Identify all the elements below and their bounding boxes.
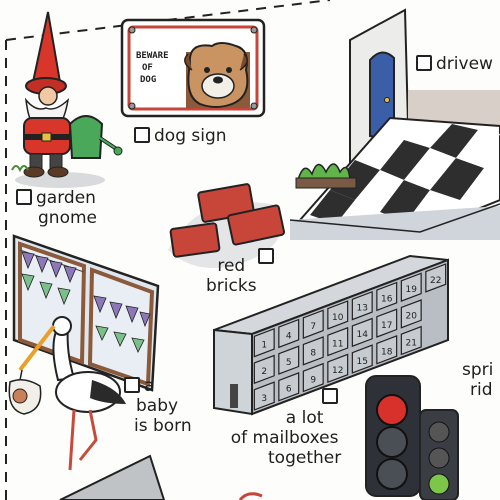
caption-garden-gnome: garden gnome bbox=[16, 188, 97, 228]
mailbox-number: 22 bbox=[430, 276, 441, 286]
mailbox-door bbox=[253, 354, 275, 385]
dog-sign-illustration: BEWARE OF DOG bbox=[120, 18, 266, 118]
garden-gnome-illustration bbox=[11, 11, 123, 188]
caption-red-bricks: red bricks bbox=[206, 256, 257, 296]
mailbox-door bbox=[351, 344, 373, 374]
sign-text-beware: BEWARE bbox=[136, 51, 169, 61]
caption-text: is born bbox=[134, 416, 192, 436]
mailbox-number: 14 bbox=[357, 330, 369, 340]
red-bricks-illustration bbox=[168, 183, 285, 268]
checkbox-icon[interactable] bbox=[416, 55, 432, 71]
mailbox-door bbox=[376, 335, 398, 365]
checkbox-icon[interactable] bbox=[16, 189, 32, 205]
mailbox-door bbox=[327, 300, 349, 330]
mailbox-door bbox=[351, 317, 373, 348]
mailbox-number: 18 bbox=[381, 348, 393, 358]
caption-text: of mailboxes bbox=[230, 428, 339, 448]
mailbox-number: 11 bbox=[332, 339, 343, 349]
mailbox-door bbox=[253, 381, 275, 411]
stork-baby-illustration bbox=[8, 316, 126, 471]
mailbox-door bbox=[376, 308, 398, 338]
checkbox-icon[interactable] bbox=[134, 127, 150, 143]
driveway-illustration bbox=[289, 8, 500, 240]
caption-spring-ride: spri rid bbox=[462, 360, 493, 400]
mailbox-number: 20 bbox=[406, 312, 418, 322]
mailbox-door bbox=[400, 325, 422, 356]
mailbox-number: 9 bbox=[310, 375, 316, 385]
mailbox-door bbox=[327, 353, 349, 384]
mailbox-number: 3 bbox=[261, 394, 267, 404]
mailbox-door bbox=[425, 263, 447, 293]
mailbox-number: 21 bbox=[406, 338, 417, 348]
sign-text-of: OF bbox=[142, 63, 153, 73]
mailbox-door bbox=[253, 327, 275, 358]
window-bunting-illustration bbox=[12, 234, 160, 392]
mailbox-number: 1 bbox=[261, 341, 267, 351]
caption-text: rid bbox=[470, 380, 493, 400]
mailbox-number: 16 bbox=[381, 294, 393, 304]
mailbox-door bbox=[302, 309, 324, 339]
caption-baby-born: a baby is born bbox=[124, 376, 192, 436]
caption-text: a bbox=[144, 376, 155, 396]
mailbox-door bbox=[278, 372, 300, 402]
caption-driveway: drivew bbox=[416, 54, 493, 74]
mailbox-door bbox=[351, 290, 373, 321]
mailbox-number: 7 bbox=[310, 322, 316, 332]
mailbox-door bbox=[302, 362, 324, 393]
traffic-light-illustration bbox=[365, 375, 459, 500]
mailbox-number: 6 bbox=[286, 385, 292, 395]
mailbox-number: 8 bbox=[310, 349, 316, 359]
mailbox-number: 2 bbox=[261, 367, 267, 377]
caption-text: baby bbox=[136, 396, 179, 416]
house-roof-illustration bbox=[59, 454, 263, 500]
sign-text-dog: DOG bbox=[140, 75, 156, 85]
mailbox-door bbox=[278, 318, 300, 349]
caption-text: bricks bbox=[206, 276, 257, 296]
mailbox-door bbox=[302, 336, 324, 366]
checkbox-icon[interactable] bbox=[258, 248, 274, 264]
caption-text: drivew bbox=[436, 54, 493, 74]
caption-text: red bbox=[217, 256, 246, 276]
caption-dog-sign: dog sign bbox=[134, 126, 227, 146]
mailbox-number: 10 bbox=[332, 313, 344, 323]
mailbox-number: 12 bbox=[332, 366, 343, 376]
mailbox-number: 17 bbox=[381, 321, 392, 331]
caption-text: spri bbox=[462, 360, 494, 380]
caption-mailboxes: a lot of mailboxes together bbox=[228, 408, 341, 468]
mailbox-door bbox=[400, 299, 422, 329]
mailbox-door bbox=[400, 272, 422, 302]
caption-text: gnome bbox=[38, 208, 97, 228]
mailbox-door bbox=[376, 281, 398, 312]
mailbox-number: 4 bbox=[286, 331, 292, 341]
caption-text: garden bbox=[36, 188, 96, 208]
mailbox-number: 5 bbox=[286, 358, 292, 368]
mailbox-door bbox=[278, 345, 300, 375]
mailbox-number: 15 bbox=[357, 357, 368, 367]
caption-text: dog sign bbox=[154, 126, 227, 146]
caption-text: a lot bbox=[285, 408, 324, 428]
caption-text: together bbox=[268, 448, 342, 468]
mailbox-door bbox=[327, 326, 349, 357]
mailbox-number: 19 bbox=[406, 285, 418, 295]
mailbox-number: 13 bbox=[357, 304, 368, 314]
checkbox-icon[interactable] bbox=[322, 388, 338, 404]
checkbox-icon[interactable] bbox=[124, 377, 140, 393]
